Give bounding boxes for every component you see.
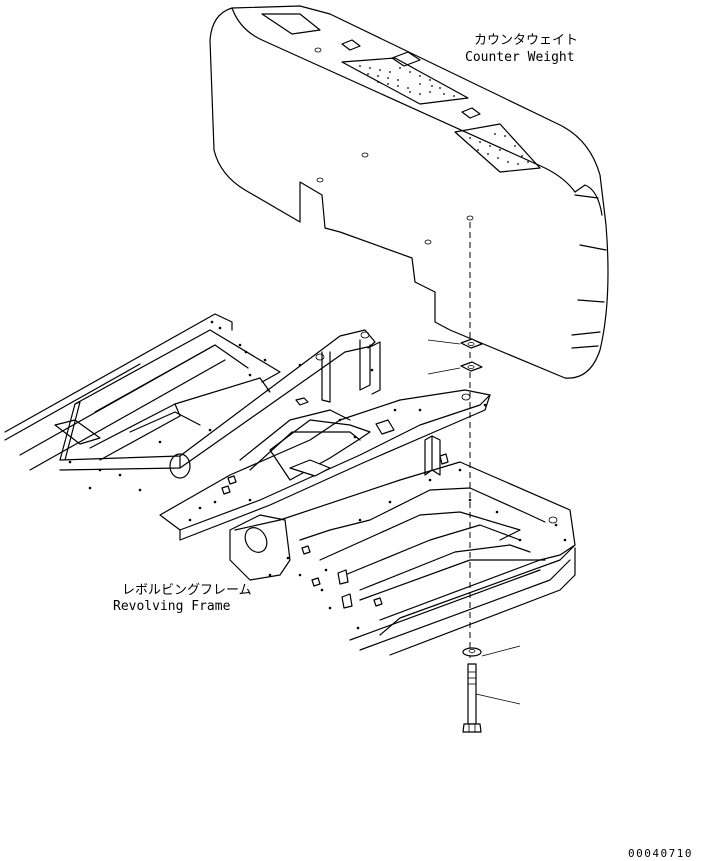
- spacer-plate-lower: [460, 361, 483, 372]
- revolving-frame-label-en: Revolving Frame: [113, 599, 231, 614]
- washer: [462, 647, 482, 657]
- leader-line-upper-spacer: [427, 339, 461, 345]
- counter-weight-label: カウンタウェイト Counter Weight: [465, 33, 578, 65]
- revolving-frame-label-jp: レボルビングフレーム: [122, 583, 252, 598]
- revolving-frame-label: レボルビングフレーム Revolving Frame: [113, 583, 252, 614]
- counter-weight-label-en: Counter Weight: [465, 50, 575, 65]
- drawing-number: 00040710: [628, 847, 693, 860]
- counter-weight-label-jp: カウンタウェイト: [474, 33, 578, 48]
- counter-weight: [209, 5, 609, 379]
- revolving-frame: [4, 313, 576, 656]
- leader-line-lower-spacer: [427, 367, 461, 375]
- spacer-plate-upper: [460, 338, 483, 349]
- leader-line-washer: [481, 645, 521, 657]
- bolt: [462, 663, 482, 733]
- leader-line-bolt: [475, 693, 521, 705]
